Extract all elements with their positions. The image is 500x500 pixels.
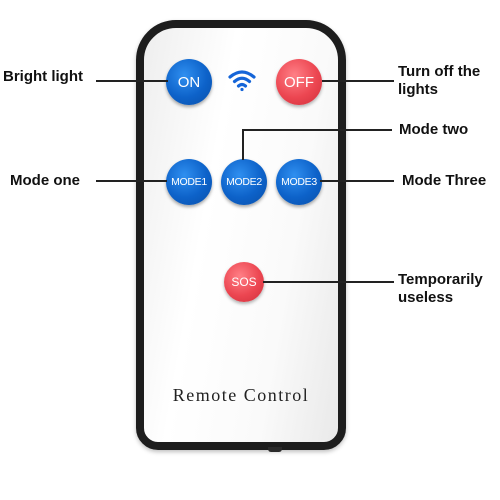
callout-line-off [322, 80, 394, 82]
label-mode-three: Mode Three [402, 172, 487, 189]
callout-line-mode1 [96, 180, 167, 182]
remote-brand-text: Remote Control [172, 385, 310, 405]
wifi-signal-icon [228, 70, 256, 92]
mode2-button[interactable]: MODE2 [221, 159, 267, 205]
label-mode-two: Mode two [399, 121, 469, 138]
remote-bottom-notch [268, 447, 282, 452]
mode1-button[interactable]: MODE1 [166, 159, 212, 205]
label-temporarily-line1: Temporarily [398, 271, 483, 288]
label-turn-off-line1: Turn off the [398, 63, 481, 80]
callout-line-sos [263, 281, 394, 283]
callout-line-on [96, 80, 168, 82]
sos-button[interactable]: SOS [224, 262, 264, 302]
mode3-button[interactable]: MODE3 [276, 159, 322, 205]
label-turn-off-line2: lights [398, 81, 438, 98]
callout-line-mode2-vertical [242, 129, 244, 160]
on-button[interactable]: ON [166, 59, 212, 105]
label-bright-light: Bright light [3, 68, 83, 85]
callout-line-mode3 [320, 180, 394, 182]
label-temporarily-line2: useless [398, 289, 454, 306]
callout-line-mode2-horizontal [242, 129, 392, 131]
label-mode-one: Mode one [10, 172, 80, 189]
off-button[interactable]: OFF [276, 59, 322, 105]
